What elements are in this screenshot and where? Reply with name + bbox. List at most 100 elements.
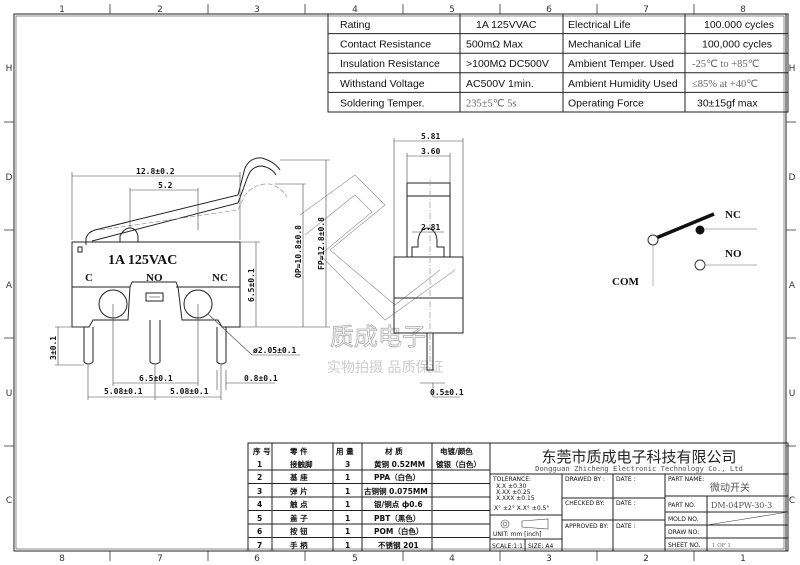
- front-view-dims-pin-width: 0.8±0.1: [244, 374, 278, 383]
- zones-side-3: U: [789, 389, 796, 399]
- side-view-dims-total-w: 5.81: [421, 132, 440, 141]
- bom-rows-6-0: 7: [257, 541, 262, 550]
- line-mark: [207, 313, 253, 356]
- specs-0-1: 1A 125VVAC: [476, 19, 537, 31]
- lever-operated-position: [99, 183, 288, 231]
- specs-1-2: Mechanical Life: [568, 39, 641, 51]
- schematic-nc: NC: [725, 209, 741, 221]
- zones-bottom-0: 8: [59, 554, 65, 564]
- schematic-no: NO: [725, 248, 742, 260]
- bom-rows-3-2: 1: [345, 500, 350, 509]
- circle-mark: [647, 234, 659, 246]
- side-view-dims-pin-t: 0.5±0.1: [430, 388, 464, 397]
- zones-top-5: 6: [546, 5, 552, 15]
- bom-row: 7 手 柄 1 不锈钢 201: [257, 540, 419, 550]
- bom-rows-6-3: 不锈钢 201: [378, 540, 419, 550]
- title-block-date: DATE :: [616, 523, 636, 530]
- bom-rows-2-0: 3: [257, 487, 262, 496]
- front-view: 1A 125VAC C NO NC 12.8±0.2 5.2 6.5±0.1 O…: [49, 157, 330, 400]
- marker-square: [77, 246, 83, 253]
- bom-headers-2: 用 量: [336, 446, 354, 456]
- line-mark: [655, 212, 715, 240]
- bom-rows-1-2: 1: [345, 473, 350, 482]
- circle-mark: [502, 521, 508, 527]
- side-view-dims-button-w: 2.81: [421, 223, 440, 232]
- g-mark: [248, 443, 490, 551]
- zones-bottom-5: 3: [546, 554, 552, 564]
- lever-back: [91, 165, 277, 242]
- specs-4-2: Operating Force: [568, 97, 644, 109]
- specs-2-1: >100MΩ DC500V: [466, 58, 549, 70]
- front-view-pin-c: C: [85, 272, 93, 284]
- pin-no: [149, 320, 161, 365]
- front-view-dims-pin-len: 3±0.1: [49, 336, 58, 360]
- specs-0-0: Rating: [340, 19, 371, 31]
- front-view-dims-button: 5.2: [158, 181, 173, 190]
- title-block-part-no: DM-04PW-30-3: [711, 501, 772, 510]
- title-block-mold-no-label: MOLD NO.: [668, 516, 699, 523]
- rect-mark: [406, 182, 451, 258]
- rect-mark: [145, 292, 164, 302]
- bom-rows-6-2: 1: [345, 541, 350, 550]
- projection-symbol-icon: [500, 518, 549, 530]
- path-mark: [299, 174, 441, 306]
- bom-rows-0-2: 3: [345, 460, 350, 469]
- bom-headers-3: 材 质: [385, 446, 403, 456]
- bom-rows-0-1: 接触脚: [290, 459, 313, 469]
- zones-bottom-2: 6: [254, 554, 260, 564]
- title-block-scale: SCALE:1:1: [492, 543, 523, 550]
- specs-2-2: Ambient Temper. Used: [568, 58, 674, 70]
- rect-mark: [489, 442, 789, 552]
- bom-rows-1-3: PPA（白色）: [374, 472, 420, 482]
- title-block-part-name: 微动开关: [710, 481, 750, 494]
- zones-bottom-1: 7: [157, 554, 163, 564]
- title-block-checked-by: CHECKED BY:: [565, 500, 605, 507]
- g-mark: [393, 138, 464, 398]
- specs-1-0: Contact Resistance: [340, 39, 431, 51]
- bom-rows-1-1: 基 座: [289, 472, 308, 482]
- actuator-button: [119, 227, 139, 242]
- front-view-dims-fp: FP=12.8±0.8: [317, 217, 326, 270]
- bom-rows-1-0: 2: [257, 473, 262, 482]
- bom-rows-4-3: PBT（黑色）: [374, 513, 420, 523]
- watermark-line2: 实物拍摄 品质保证: [327, 360, 443, 376]
- title-block-company-cn: 东莞市质成电子科技有限公司: [541, 448, 736, 466]
- title-block-part-name-label: PART NAME:: [668, 476, 704, 483]
- switch-schematic: COM NC NO: [612, 209, 757, 288]
- title-block-unit: UNIT: mm [inch]: [493, 531, 541, 538]
- zones-top-1: 2: [157, 5, 163, 15]
- zones-bottom-6: 2: [643, 554, 649, 564]
- title-block-date: DATE :: [616, 500, 636, 507]
- bom-rows-4-2: 1: [345, 514, 350, 523]
- bom-rows-0-0: 1: [257, 460, 262, 469]
- bom-rows-2-2: 1: [345, 487, 350, 496]
- bom-rows-3-0: 4: [257, 500, 262, 509]
- title-block-tol-x: X.X ±0.30: [496, 483, 527, 490]
- title-block-tol-angle: X° ±2° X.X° ±0.5°: [494, 505, 549, 512]
- rect-mark: [393, 256, 464, 334]
- watermark-line1: 质成电子: [330, 323, 426, 351]
- lever: [85, 157, 281, 245]
- zones-side-2: A: [6, 281, 13, 291]
- specs-4-3: 30±15gf max: [697, 97, 758, 109]
- zones-side-1: D: [789, 173, 796, 183]
- title-block-drawed-by: DRAWED BY :: [565, 476, 605, 483]
- bom-rows-3-1: 触 点: [290, 499, 308, 509]
- specs-1-3: 100,000 cycles: [702, 39, 772, 51]
- bom-headers-1: 零 件: [289, 446, 308, 456]
- bom-rows-6-1: 手 柄: [290, 540, 308, 550]
- circle-mark: [695, 225, 705, 235]
- g-mark: [490, 473, 789, 551]
- front-view-dims-hole-pitch: 6.5±0.1: [139, 374, 173, 383]
- zone-labels: 1 2 3 4 5 6 7 8 8 7 6 5 4 3 2 1 H D A U …: [6, 5, 796, 564]
- watermark: 质成电子 实物拍摄 品质保证: [299, 174, 456, 376]
